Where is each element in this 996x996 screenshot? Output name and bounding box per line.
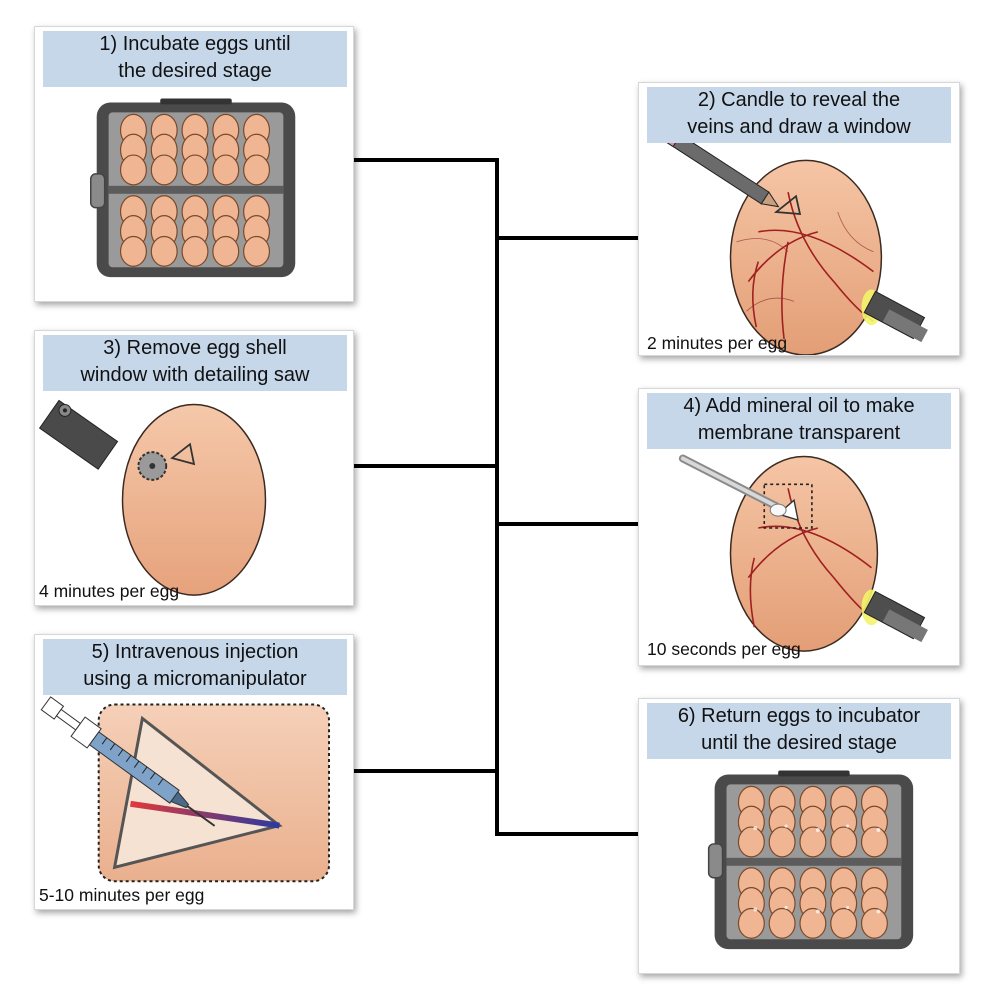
step-3-title: 3) Remove egg shell window with detailin… (43, 335, 347, 391)
syringe-icon (40, 696, 216, 827)
step-6-title: 6) Return eggs to incubator until the de… (647, 703, 951, 759)
incubator-full-illustration (90, 98, 296, 278)
step-5-time: 5-10 minutes per egg (39, 885, 205, 905)
step-1-title: 1) Incubate eggs until the desired stage (43, 31, 347, 87)
egg-shape (729, 159, 883, 355)
injection-illustration (40, 696, 331, 883)
egg-shape (121, 403, 267, 596)
step-2-time: 2 minutes per egg (647, 333, 788, 353)
step-3-panel: 3) Remove egg shell window with detailin… (34, 330, 354, 606)
detailing-saw-illustration (38, 399, 267, 596)
mineral-oil-illustration (678, 454, 928, 652)
dropper-icon (678, 454, 787, 517)
step-6-panel: 6) Return eggs to incubator until the de… (638, 698, 960, 974)
step-4-time: 10 seconds per egg (647, 639, 801, 659)
step-4-title: 4) Add mineral oil to make membrane tran… (647, 393, 951, 449)
step-5-title: 5) Intravenous injection using a microma… (43, 639, 347, 695)
flashlight-icon (861, 289, 928, 343)
incubator-return-illustration (707, 770, 914, 950)
step-4-panel: 4) Add mineral oil to make membrane tran… (638, 388, 960, 666)
step-3-time: 4 minutes per egg (39, 581, 180, 601)
step-2-title: 2) Candle to reveal the veins and draw a… (647, 87, 951, 143)
flashlight-icon (861, 589, 928, 643)
step-5-panel: 5) Intravenous injection using a microma… (34, 634, 354, 910)
candling-illustration (660, 126, 928, 355)
saw-icon (38, 399, 168, 481)
step-1-panel: 1) Incubate eggs until the desired stage (34, 26, 354, 302)
step-2-panel: 2) Candle to reveal the veins and draw a… (638, 82, 960, 356)
